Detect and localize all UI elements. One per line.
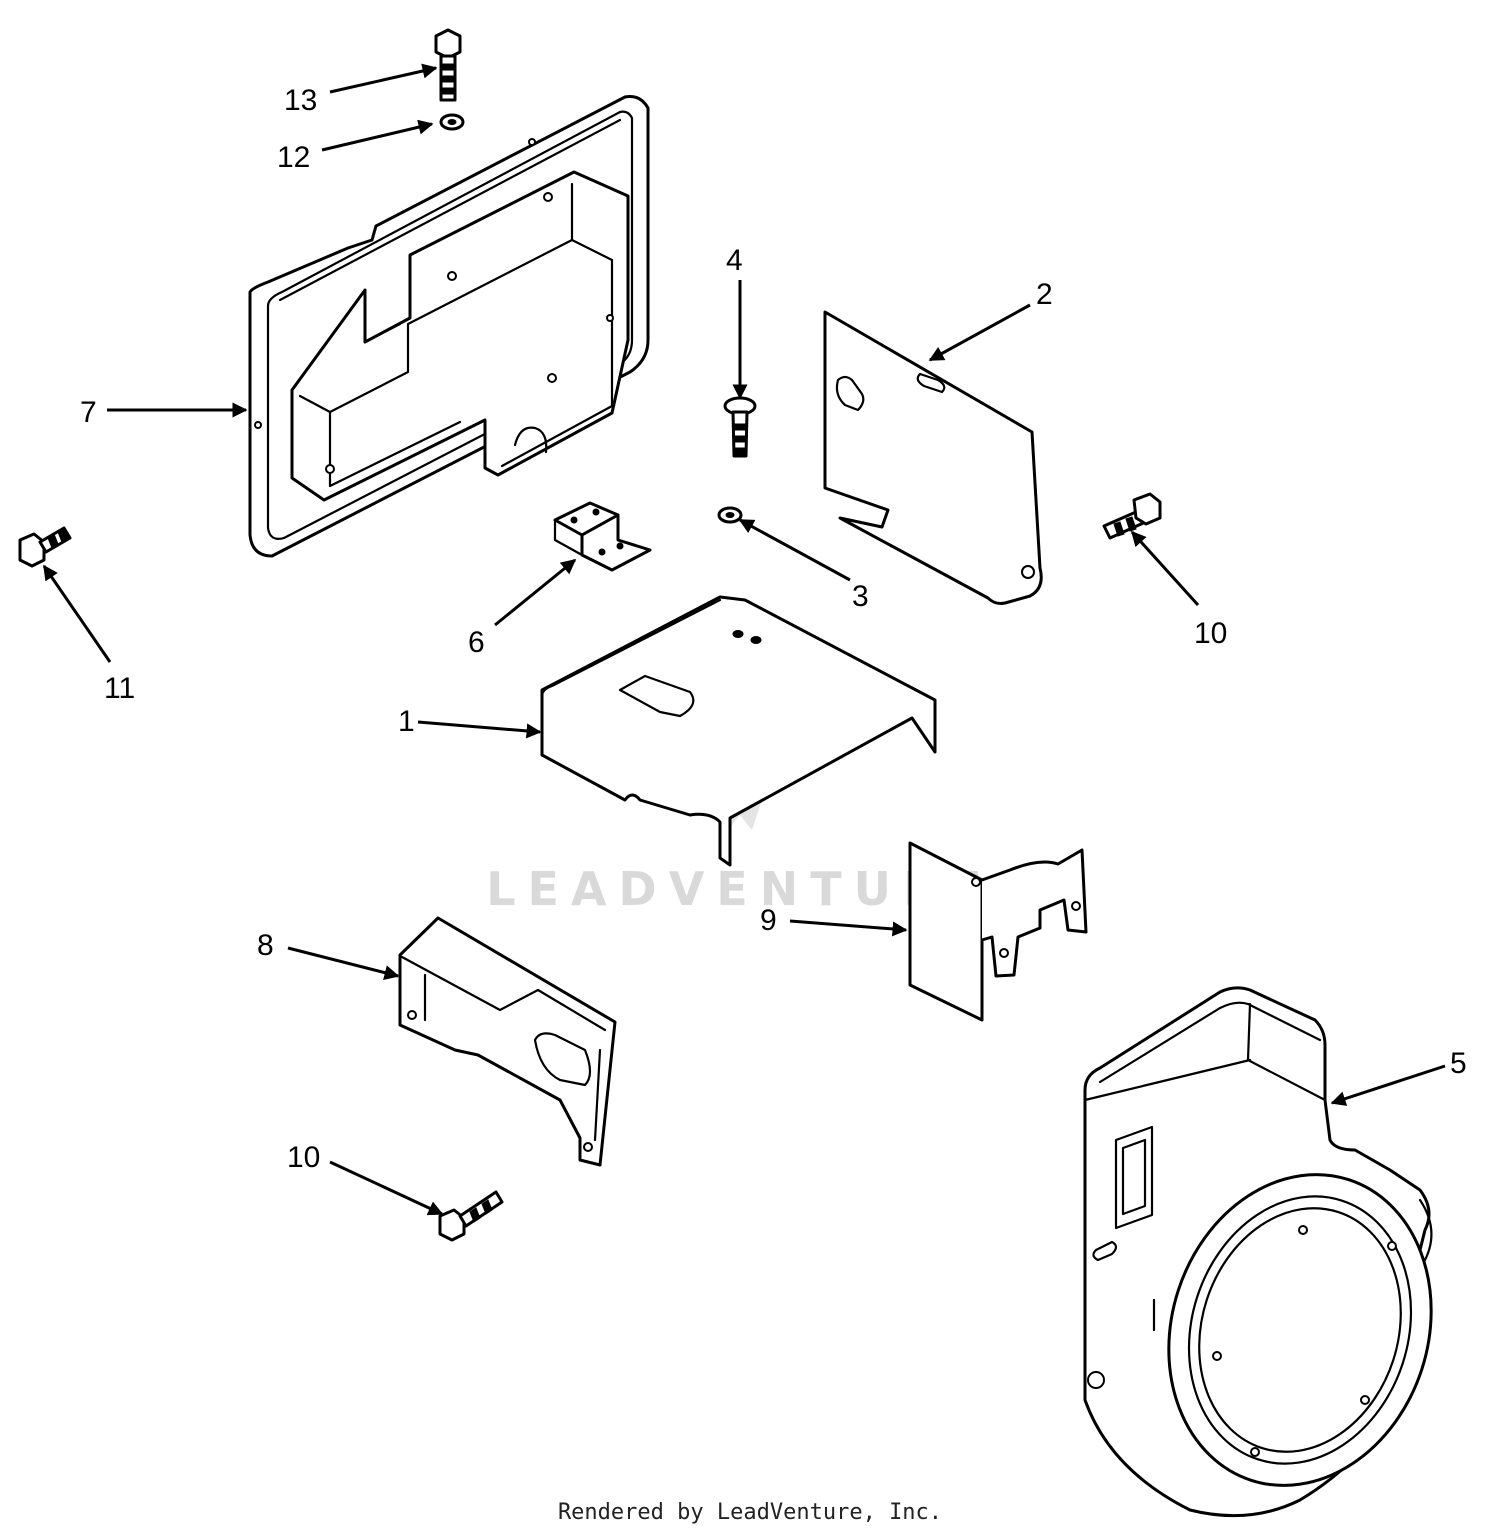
callout-13: 13 xyxy=(284,84,317,117)
part-12-washer xyxy=(439,113,465,131)
callout-6: 6 xyxy=(468,626,485,659)
part-6-bracket xyxy=(553,501,652,572)
footer-credit: Rendered by LeadVenture, Inc. xyxy=(557,1500,943,1525)
callouts: 13 12 7 4 2 3 10 6 11 1 8 9 5 10 xyxy=(80,84,1467,1174)
callout-11: 11 xyxy=(104,672,135,705)
callout-12: 12 xyxy=(277,141,310,174)
callout-5: 5 xyxy=(1450,1047,1467,1080)
callout-3: 3 xyxy=(852,580,869,613)
callout-8: 8 xyxy=(257,929,274,962)
callout-4: 4 xyxy=(726,244,743,277)
part-7-frame xyxy=(248,95,650,558)
part-10-bolt-upper xyxy=(1102,492,1162,540)
part-9-bracket xyxy=(908,841,1088,1022)
leader-lines xyxy=(42,63,1446,1216)
part-4-screw xyxy=(723,396,757,458)
callout-10-upper: 10 xyxy=(1194,617,1227,650)
part-5-blower-housing xyxy=(1083,986,1433,1518)
callout-1: 1 xyxy=(398,705,415,738)
part-10-bolt-lower xyxy=(438,1190,504,1242)
part-8-bracket xyxy=(398,916,617,1167)
callout-7: 7 xyxy=(80,396,97,429)
part-11-bolt xyxy=(18,526,72,568)
callout-2: 2 xyxy=(1036,278,1053,311)
callout-10-lower: 10 xyxy=(287,1141,320,1174)
part-2-plate xyxy=(823,310,1043,605)
part-1-shroud xyxy=(540,595,937,867)
callout-9: 9 xyxy=(760,904,777,937)
part-3-washer xyxy=(717,506,743,524)
watermark-text: LEADVENTURE xyxy=(486,862,994,916)
part-13-bolt xyxy=(434,28,462,102)
